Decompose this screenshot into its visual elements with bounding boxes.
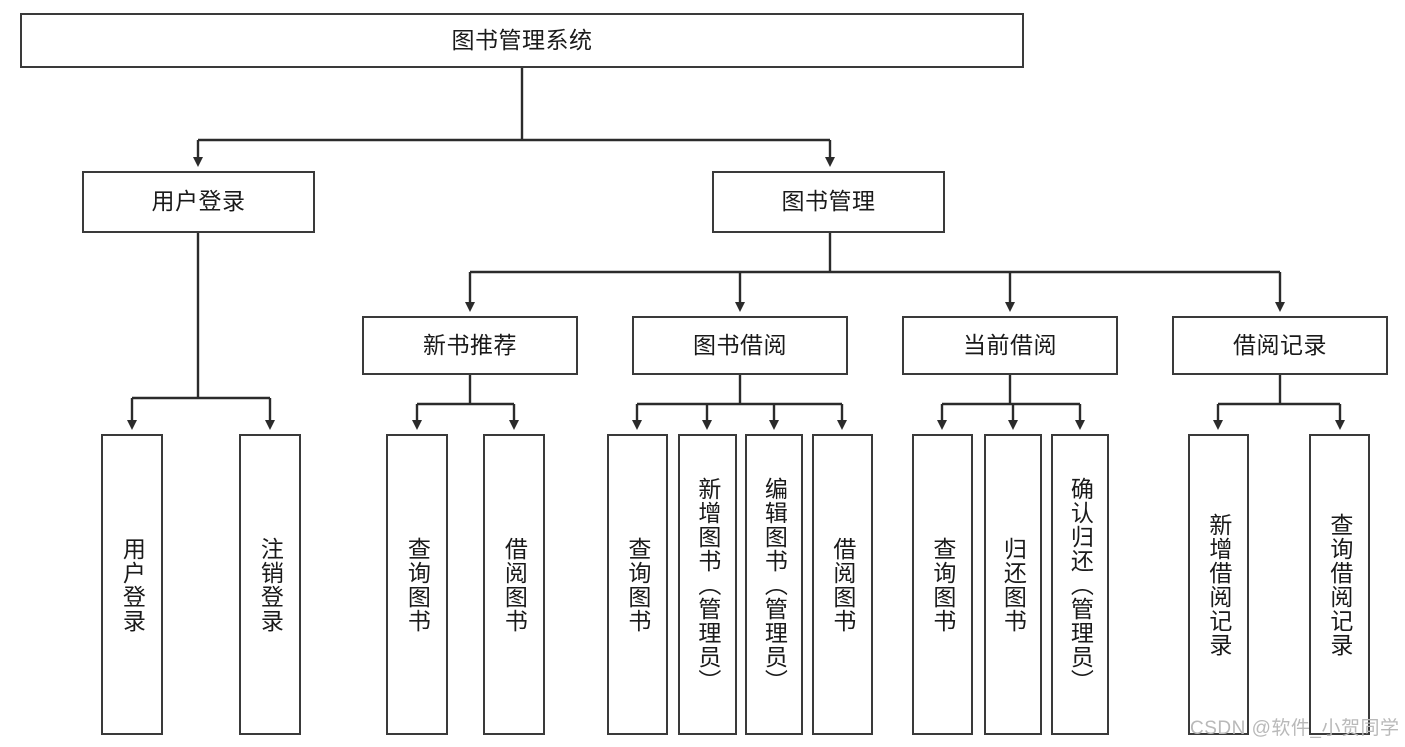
node-current-borrow-label: 当前借阅 (963, 331, 1057, 358)
leaf-borrow-book-bb-label: 借阅图书 (829, 536, 856, 633)
leaf-query-borrow-record-label: 查询借阅记录 (1326, 512, 1353, 657)
node-user-login[interactable]: 用户登录 (82, 171, 315, 233)
leaf-query-book-bb-label: 查询图书 (624, 536, 651, 633)
node-book-management-label: 图书管理 (781, 188, 876, 215)
leaf-edit-book-admin-label: 编辑图书（管理员） (761, 476, 788, 693)
node-root[interactable]: 图书管理系统 (20, 13, 1024, 68)
leaf-borrow-book-nb-label: 借阅图书 (501, 536, 528, 633)
leaf-query-book-nb[interactable]: 查询图书 (386, 434, 448, 735)
node-user-login-label: 用户登录 (151, 188, 246, 215)
node-book-borrow[interactable]: 图书借阅 (632, 316, 848, 375)
node-book-management[interactable]: 图书管理 (712, 171, 945, 233)
node-current-borrow[interactable]: 当前借阅 (902, 316, 1118, 375)
leaf-add-borrow-record[interactable]: 新增借阅记录 (1188, 434, 1249, 735)
csdn-watermark: CSDN @软件_小贺同学 (1190, 718, 1400, 739)
node-book-borrow-label: 图书借阅 (693, 331, 787, 358)
leaf-query-book-cb[interactable]: 查询图书 (912, 434, 973, 735)
leaf-borrow-book-nb[interactable]: 借阅图书 (483, 434, 545, 735)
leaf-user-login-label: 用户登录 (119, 536, 146, 633)
leaf-query-book-nb-label: 查询图书 (404, 536, 431, 633)
leaf-confirm-return-admin-label: 确认归还（管理员） (1067, 476, 1094, 693)
leaf-add-borrow-record-label: 新增借阅记录 (1205, 512, 1232, 657)
node-borrow-record[interactable]: 借阅记录 (1172, 316, 1388, 375)
node-new-book-recommend-label: 新书推荐 (423, 331, 517, 358)
leaf-query-borrow-record[interactable]: 查询借阅记录 (1309, 434, 1370, 735)
node-borrow-record-label: 借阅记录 (1233, 331, 1327, 358)
leaf-query-book-cb-label: 查询图书 (929, 536, 956, 633)
leaf-return-book[interactable]: 归还图书 (984, 434, 1042, 735)
leaf-confirm-return-admin[interactable]: 确认归还（管理员） (1051, 434, 1109, 735)
leaf-logout-label: 注销登录 (257, 536, 284, 633)
leaf-add-book-admin-label: 新增图书（管理员） (694, 476, 721, 693)
leaf-add-book-admin[interactable]: 新增图书（管理员） (678, 434, 737, 735)
node-new-book-recommend[interactable]: 新书推荐 (362, 316, 578, 375)
leaf-borrow-book-bb[interactable]: 借阅图书 (812, 434, 873, 735)
leaf-user-login[interactable]: 用户登录 (101, 434, 163, 735)
node-root-label: 图书管理系统 (451, 26, 593, 53)
leaf-edit-book-admin[interactable]: 编辑图书（管理员） (745, 434, 803, 735)
leaf-query-book-bb[interactable]: 查询图书 (607, 434, 668, 735)
leaf-return-book-label: 归还图书 (1000, 536, 1027, 633)
leaf-logout[interactable]: 注销登录 (239, 434, 301, 735)
